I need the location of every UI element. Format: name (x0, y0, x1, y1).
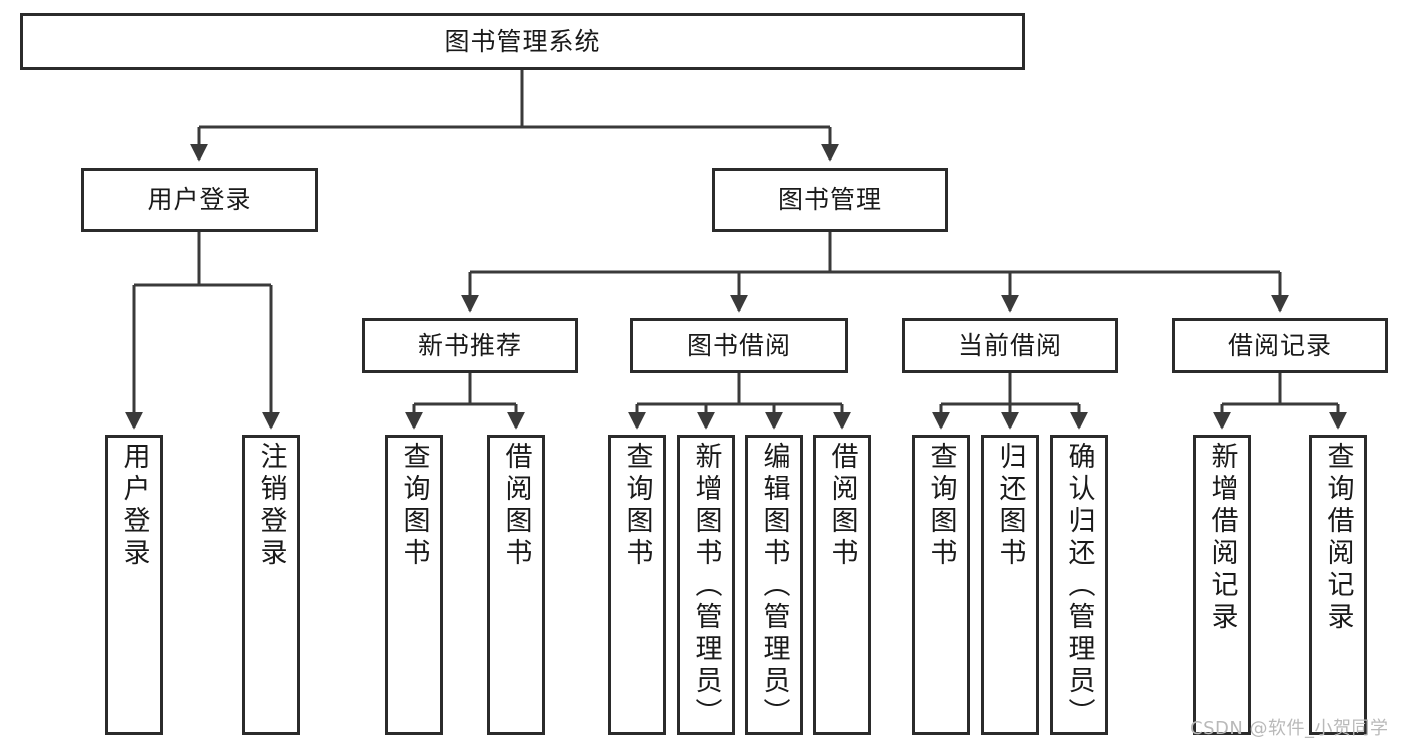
leaf-borrow-book-recommend[interactable]: 借阅图书 (487, 435, 545, 735)
node-label: 新增借阅记录 (1206, 442, 1238, 634)
node-label: 查询图书 (925, 442, 957, 570)
csdn-watermark: CSDN @软件_小贺同学 (1190, 718, 1389, 739)
node-label: 图书借阅 (686, 330, 791, 360)
node-label: 查询图书 (621, 442, 653, 570)
node-borrow-record[interactable]: 借阅记录 (1172, 318, 1388, 373)
node-label: 新书推荐 (417, 330, 522, 360)
node-new-book-recommend[interactable]: 新书推荐 (362, 318, 578, 373)
leaf-edit-book-admin[interactable]: 编辑图书（管理员） (745, 435, 803, 735)
node-label: 查询图书 (398, 442, 430, 570)
node-label: 借阅记录 (1227, 330, 1332, 360)
node-label: 借阅图书 (500, 442, 532, 570)
leaf-add-borrow-record[interactable]: 新增借阅记录 (1193, 435, 1251, 735)
leaf-query-book-recommend[interactable]: 查询图书 (385, 435, 443, 735)
node-label: 归还图书 (994, 442, 1026, 570)
node-label: 图书管理系统 (444, 26, 601, 56)
node-label: 当前借阅 (957, 330, 1062, 360)
node-book-manage[interactable]: 图书管理 (712, 168, 948, 232)
leaf-add-book-admin[interactable]: 新增图书（管理员） (677, 435, 735, 735)
leaf-borrow-book[interactable]: 借阅图书 (813, 435, 871, 735)
node-label: 注销登录 (255, 442, 287, 570)
leaf-confirm-return-admin[interactable]: 确认归还（管理员） (1050, 435, 1108, 735)
node-label: 图书管理 (777, 185, 882, 214)
node-root-system[interactable]: 图书管理系统 (20, 13, 1025, 70)
node-label: 用户登录 (147, 185, 252, 214)
node-user-login[interactable]: 用户登录 (81, 168, 318, 232)
node-label: 借阅图书 (826, 442, 858, 570)
node-label: 查询借阅记录 (1322, 442, 1354, 634)
node-label: 用户登录 (118, 442, 150, 570)
leaf-query-borrow-record[interactable]: 查询借阅记录 (1309, 435, 1367, 735)
node-current-borrow[interactable]: 当前借阅 (902, 318, 1118, 373)
node-label: 新增图书（管理员） (690, 442, 722, 730)
node-label: 编辑图书（管理员） (758, 442, 790, 730)
leaf-return-book[interactable]: 归还图书 (981, 435, 1039, 735)
leaf-query-book-current[interactable]: 查询图书 (912, 435, 970, 735)
node-book-borrow[interactable]: 图书借阅 (630, 318, 848, 373)
node-label: 确认归还（管理员） (1063, 442, 1095, 730)
leaf-user-login[interactable]: 用户登录 (105, 435, 163, 735)
leaf-user-logout[interactable]: 注销登录 (242, 435, 300, 735)
leaf-query-book-borrow[interactable]: 查询图书 (608, 435, 666, 735)
